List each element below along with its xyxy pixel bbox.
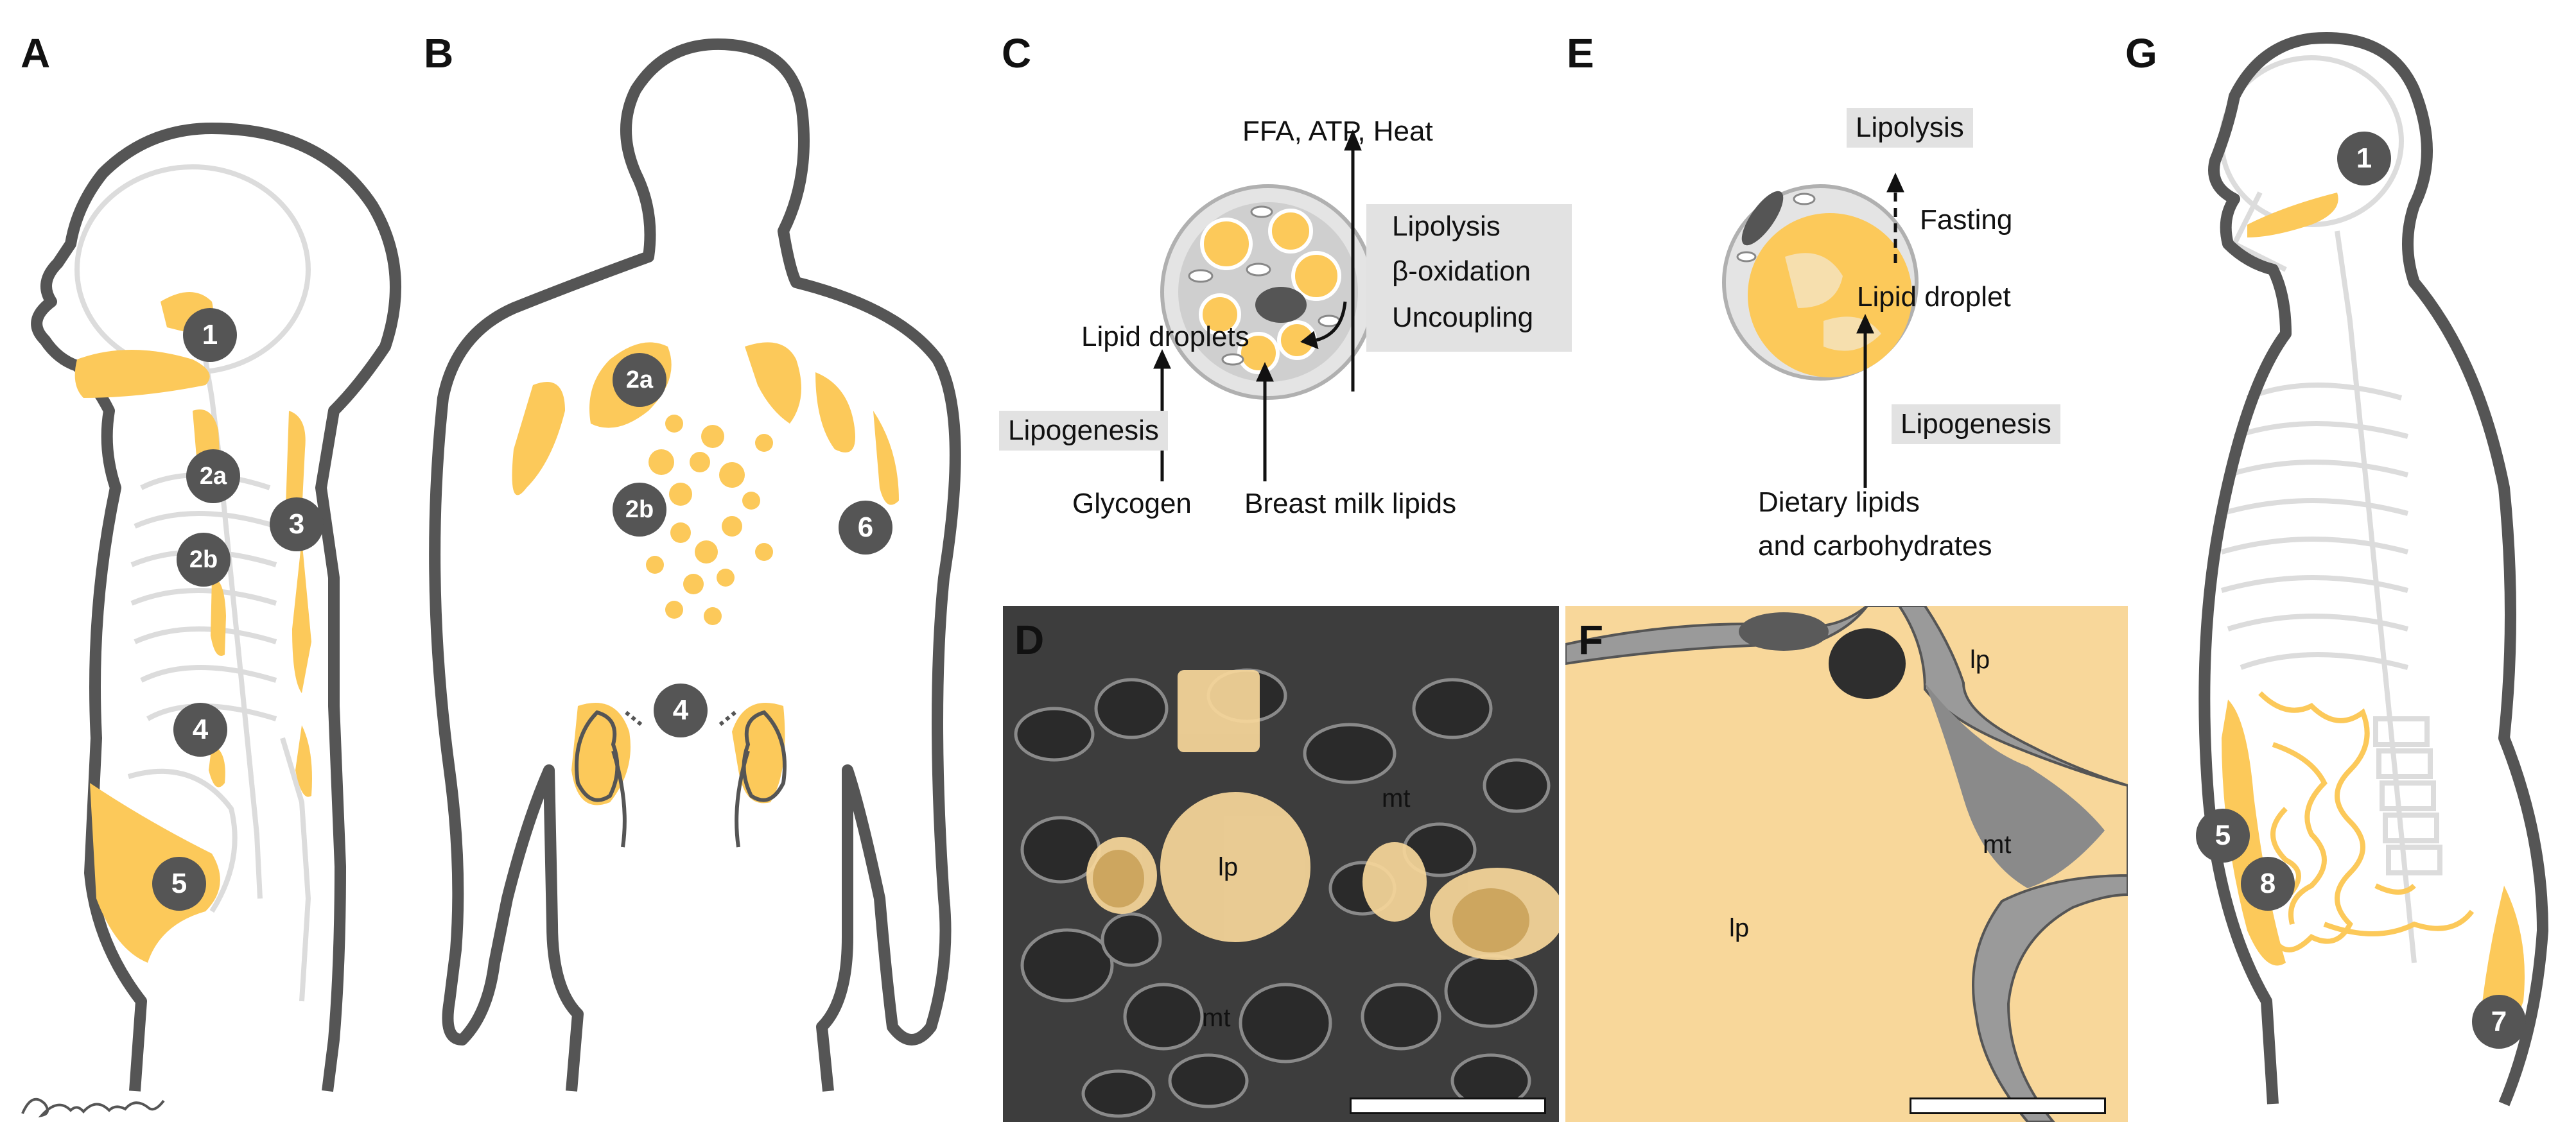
process-beta-oxidation: β-oxidation	[1392, 255, 1531, 287]
adult-visceral-fat	[2258, 691, 2475, 952]
panel-letter-e: E	[1567, 30, 1594, 76]
kidneys	[575, 710, 787, 848]
brown-adipocyte-cell	[1160, 184, 1376, 400]
panel-letter-g: G	[2125, 30, 2157, 76]
depot-marker-7: 7	[2472, 995, 2526, 1049]
scale-bar	[1350, 1097, 1546, 1114]
depot-marker-2b: 2b	[177, 533, 231, 587]
mitochondria-label-bottom: mt	[1202, 1004, 1231, 1032]
depot-marker-8: 8	[2241, 857, 2295, 911]
adult-fat-depots	[2222, 193, 2525, 1040]
depot-marker-3: 3	[270, 497, 324, 551]
dietary-lipids-label: Dietary lipids	[1758, 486, 1920, 518]
white-adipocyte-arrows	[1856, 172, 1904, 488]
mitochondria-label: mt	[1983, 830, 2012, 859]
infant-front-fat-depots	[512, 342, 899, 805]
white-lipogenesis-label: Lipogenesis	[1892, 404, 2060, 444]
brown-lipogenesis-label: Lipogenesis	[999, 411, 1168, 451]
lipid-label: lp	[1218, 853, 1239, 881]
infant-front	[429, 38, 961, 1092]
scale-bar	[1910, 1097, 2106, 1114]
white-lipolysis-label: Lipolysis	[1847, 108, 1973, 148]
panel-letter-a: A	[21, 30, 51, 76]
carbohydrates-label: and carbohydrates	[1758, 530, 1992, 562]
lipid-label-top: lp	[1970, 646, 1990, 674]
white-adipose-micrograph: lp mt lp	[1565, 606, 2128, 1122]
lipid-droplet-label: Lipid droplet	[1857, 281, 2011, 313]
white-micrograph-texture	[1565, 606, 2128, 1122]
depot-marker-2b: 2b	[613, 483, 666, 537]
lipid-droplets-label: Lipid droplets	[1081, 321, 1249, 352]
brown-micrograph-texture	[1003, 606, 1559, 1122]
brown-adipose-micrograph: mt lp mt	[1003, 606, 1559, 1122]
infant-outline	[31, 123, 401, 1092]
process-lipolysis: Lipolysis	[1392, 211, 1501, 242]
glycogen-label: Glycogen	[1072, 488, 1192, 519]
adult-outline	[2198, 32, 2548, 1106]
infant-profile	[31, 123, 401, 1092]
panel-letter-f: F	[1578, 617, 1604, 663]
depot-marker-2a: 2a	[613, 353, 666, 407]
depot-marker-5: 5	[152, 857, 206, 911]
breast-milk-lipids-label: Breast milk lipids	[1244, 488, 1457, 519]
panel-letter-c: C	[1002, 30, 1032, 76]
brown-adipocyte-arrows	[1153, 129, 1362, 481]
artist-signature	[19, 1085, 167, 1130]
depot-marker-4: 4	[173, 703, 227, 757]
mitochondria-label-top: mt	[1382, 784, 1411, 813]
brown-output-label: FFA, ATP, Heat	[1242, 116, 1433, 147]
panel-letter-b: B	[424, 30, 454, 76]
depot-marker-1: 1	[2337, 132, 2391, 185]
lipid-label-bottom: lp	[1729, 914, 1750, 942]
panel-letter-d: D	[1014, 617, 1045, 663]
depot-marker-4: 4	[654, 684, 708, 737]
depot-marker-5: 5	[2196, 809, 2250, 863]
process-uncoupling: Uncoupling	[1392, 302, 1534, 333]
infant-front-outline	[429, 38, 961, 1092]
depot-marker-6: 6	[839, 501, 892, 555]
adult-profile	[2198, 32, 2548, 1106]
depot-marker-2a: 2a	[186, 449, 240, 503]
brown-process-box: Lipolysis β-oxidation Uncoupling	[1366, 204, 1572, 352]
fasting-label: Fasting	[1920, 204, 2013, 236]
depot-marker-1: 1	[183, 308, 237, 362]
